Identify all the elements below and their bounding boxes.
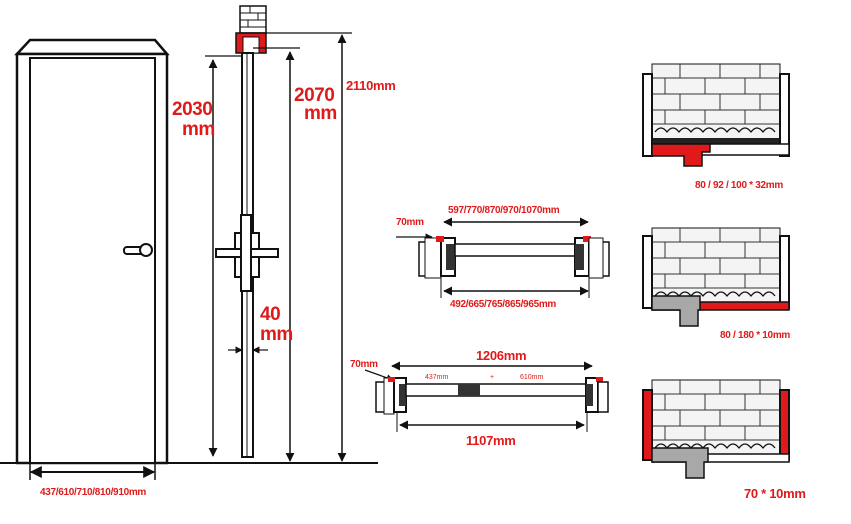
double-leaf-left: 437mm xyxy=(425,374,449,381)
double-frame-depth: 70mm xyxy=(350,359,378,370)
profile-2-caption: 80 / 180 * 10mm xyxy=(720,330,790,341)
plan-single-door xyxy=(396,217,610,298)
profile-1 xyxy=(642,63,790,167)
height-2110-label: 2110mm xyxy=(346,78,396,93)
height-2030-value: 2030 xyxy=(172,99,213,120)
profile-3-caption: 70 * 10mm xyxy=(744,486,806,501)
double-leaf-right: 610mm xyxy=(520,374,544,381)
door-elevation xyxy=(0,38,378,480)
door-side-section xyxy=(205,5,352,462)
height-2030-unit: mm xyxy=(182,119,215,140)
profile-1-caption: 80 / 92 / 100 * 32mm xyxy=(695,180,783,191)
double-plus: + xyxy=(490,374,495,381)
thickness-unit: mm xyxy=(260,324,293,345)
thickness-value: 40 xyxy=(260,304,281,325)
door-width-label: 437/610/710/810/910mm xyxy=(40,487,147,498)
height-2070-value: 2070 xyxy=(294,85,335,106)
single-frame-depth: 70mm xyxy=(396,217,424,228)
double-overall-width: 1206mm xyxy=(476,348,527,363)
single-bottom-widths: 492/665/765/865/965mm xyxy=(450,299,557,310)
plan-double-door xyxy=(364,361,609,432)
height-2070-unit: mm xyxy=(304,103,337,124)
profile-3 xyxy=(642,379,790,479)
profile-2 xyxy=(642,227,790,327)
door-handle xyxy=(123,243,153,257)
double-clear-width: 1107mm xyxy=(466,433,516,448)
single-top-widths: 597/770/870/970/1070mm xyxy=(448,205,560,216)
